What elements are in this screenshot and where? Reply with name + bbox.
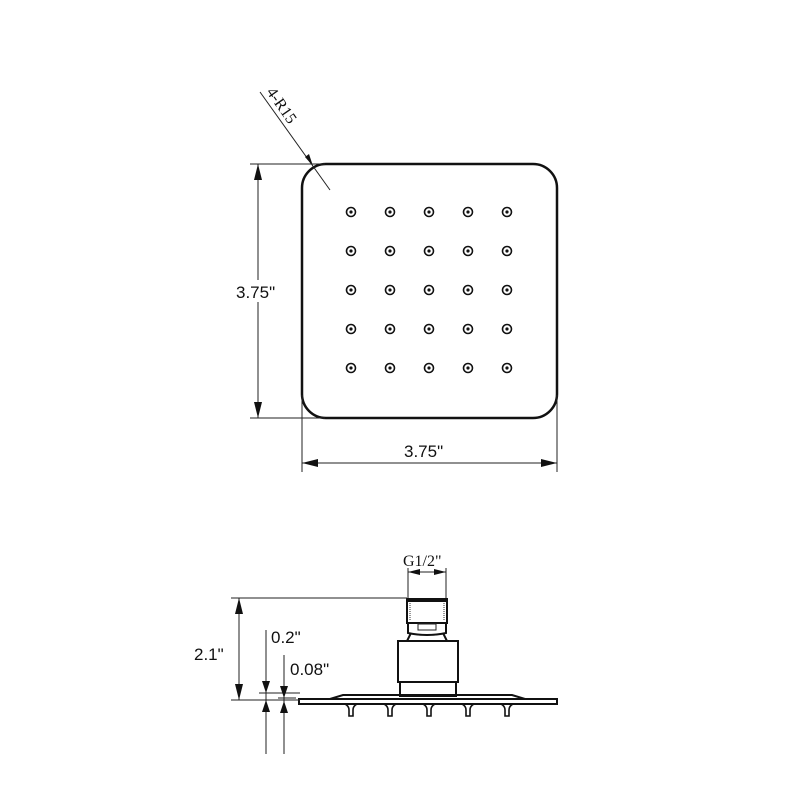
side-view: G1/2" 2.1" 0.2" 0.08" <box>194 553 558 754</box>
height-dimension: 3.75" <box>232 163 325 419</box>
nozzle-center <box>505 327 509 331</box>
nozzle-center <box>466 249 470 253</box>
nozzle-center <box>388 210 392 214</box>
nozzle-center <box>349 288 353 292</box>
nozzle-center <box>427 249 431 253</box>
nozzle-center <box>505 288 509 292</box>
nozzle-icon <box>384 206 396 218</box>
nozzle-icon <box>345 323 357 335</box>
nozzle-center <box>505 366 509 370</box>
nozzle-icon <box>501 323 513 335</box>
nozzle-icon <box>384 245 396 257</box>
nozzle-center <box>427 327 431 331</box>
total-height-label: 2.1" <box>194 645 224 664</box>
nozzle-icon <box>345 245 357 257</box>
nozzle-center <box>388 366 392 370</box>
thread-connector <box>405 598 449 642</box>
nozzle-icon <box>384 284 396 296</box>
side-nozzle-icon <box>344 703 358 717</box>
thread-dimension: G1/2" <box>403 553 447 598</box>
side-nozzle-icon <box>383 703 397 717</box>
nozzle-center <box>388 249 392 253</box>
nozzle-icon <box>501 284 513 296</box>
nozzle-icon <box>345 206 357 218</box>
side-nozzle-icon <box>500 703 514 717</box>
nozzle-center <box>349 366 353 370</box>
nozzle-icon <box>384 323 396 335</box>
nozzle-icon <box>462 284 474 296</box>
nozzle-icon <box>462 245 474 257</box>
nozzle-center <box>427 366 431 370</box>
nozzle-icon <box>423 245 435 257</box>
nozzle-icon <box>345 284 357 296</box>
nozzle-icon <box>423 284 435 296</box>
edge-thickness-dimension: 0.08" <box>278 655 329 754</box>
nozzle-center <box>388 327 392 331</box>
nozzle-grid <box>345 206 513 374</box>
nozzle-icon <box>384 362 396 374</box>
nozzle-center <box>466 210 470 214</box>
plate-thickness-dimension: 0.2" <box>259 628 301 754</box>
nozzle-icon <box>462 323 474 335</box>
nozzle-center <box>427 210 431 214</box>
side-nozzle-icon <box>422 703 436 717</box>
nozzle-center <box>427 288 431 292</box>
nozzle-center <box>349 249 353 253</box>
nozzle-icon <box>423 362 435 374</box>
nozzle-icon <box>345 362 357 374</box>
shower-plate-outline <box>300 162 559 420</box>
nozzle-icon <box>423 206 435 218</box>
arm-body <box>397 640 459 697</box>
side-nozzles <box>344 703 514 717</box>
nozzle-center <box>505 249 509 253</box>
nozzle-center <box>466 288 470 292</box>
nozzle-icon <box>501 245 513 257</box>
nozzle-icon <box>501 362 513 374</box>
width-dimension: 3.75" <box>301 395 558 472</box>
width-label: 3.75" <box>404 442 443 461</box>
thread-label: G1/2" <box>403 553 442 570</box>
side-nozzle-icon <box>461 703 475 717</box>
edge-thickness-label: 0.08" <box>290 660 329 679</box>
nozzle-center <box>388 288 392 292</box>
top-view: 4-R15 3.75" 3.75" <box>232 85 559 472</box>
corner-radius-label: 4-R15 <box>263 85 300 128</box>
nozzle-center <box>349 210 353 214</box>
corner-radius-callout: 4-R15 <box>259 85 331 191</box>
nozzle-center <box>466 327 470 331</box>
nozzle-icon <box>501 206 513 218</box>
nozzle-icon <box>423 323 435 335</box>
nozzle-center <box>349 327 353 331</box>
nozzle-icon <box>462 206 474 218</box>
height-label: 3.75" <box>236 283 275 302</box>
nozzle-icon <box>462 362 474 374</box>
nozzle-center <box>505 210 509 214</box>
total-height-dimension: 2.1" <box>194 597 407 701</box>
plate-thickness-label: 0.2" <box>271 628 301 647</box>
shower-plate-side <box>298 694 558 717</box>
nozzle-center <box>466 366 470 370</box>
